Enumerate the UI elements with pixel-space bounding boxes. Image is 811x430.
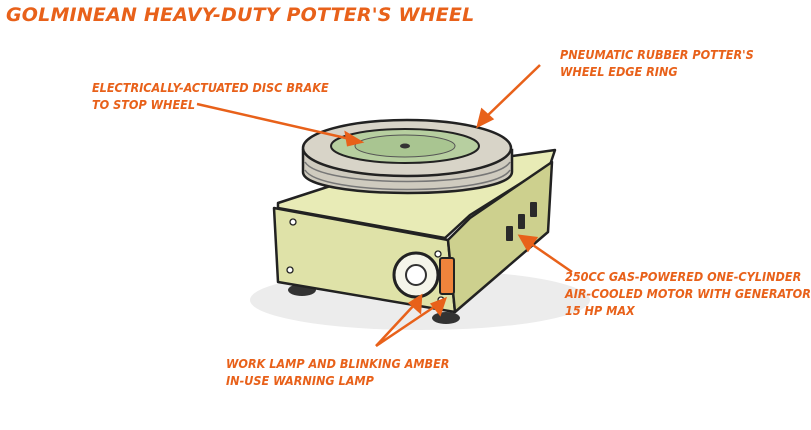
label-line: 250cc GAS-POWERED ONE-CYLINDER bbox=[565, 269, 802, 284]
leader-lamp-work bbox=[375, 303, 416, 347]
work-lamp-bulb bbox=[405, 264, 427, 286]
label-lamps: WORK LAMP AND BLINKING AMBER IN-USE WARN… bbox=[226, 355, 449, 389]
label-edge-ring: PNEUMATIC RUBBER POTTER'S WHEEL EDGE RIN… bbox=[560, 46, 754, 80]
spindle-icon bbox=[400, 143, 410, 149]
label-motor: 250cc GAS-POWERED ONE-CYLINDER AIR-COOLE… bbox=[565, 268, 811, 319]
tire-tread-line bbox=[304, 169, 511, 191]
tire-tread-line bbox=[304, 161, 511, 183]
vent-slot bbox=[506, 226, 513, 241]
leader-lamp-amber bbox=[375, 303, 438, 348]
leader-brake bbox=[196, 102, 351, 141]
screw bbox=[289, 218, 297, 226]
leader-motor bbox=[529, 241, 573, 274]
arrowhead-ring bbox=[476, 107, 495, 129]
label-line: IN-USE WARNING LAMP bbox=[226, 373, 374, 388]
label-line: TO STOP WHEEL bbox=[92, 97, 195, 112]
label-line: AIR-COOLED MOTOR WITH GENERATOR bbox=[565, 286, 811, 301]
arrowhead-motor bbox=[517, 234, 539, 253]
vent-slot bbox=[518, 214, 525, 229]
arrowhead-lamp-amber bbox=[429, 296, 448, 317]
label-line: WORK LAMP AND BLINKING AMBER bbox=[226, 356, 450, 371]
amber-warning-lamp-icon bbox=[439, 257, 455, 295]
label-line: WHEEL EDGE RING bbox=[560, 64, 678, 79]
foot-front-right bbox=[432, 312, 460, 324]
base-right-face bbox=[446, 160, 554, 314]
diagram-title: GOLMINEAN HEAVY-DUTY POTTER'S WHEEL bbox=[6, 4, 475, 26]
motor-vents bbox=[506, 202, 537, 241]
leader-ring bbox=[484, 64, 541, 119]
label-line: 15 HP MAX bbox=[565, 303, 635, 318]
vent-slot bbox=[530, 202, 537, 217]
label-line: ELECTRICALLY-ACTUATED DISC BRAKE bbox=[92, 80, 329, 95]
screw bbox=[434, 250, 442, 258]
screw bbox=[286, 266, 294, 274]
arrowhead-brake bbox=[344, 130, 365, 147]
label-disc-brake: ELECTRICALLY-ACTUATED DISC BRAKE TO STOP… bbox=[92, 79, 329, 113]
label-line: PNEUMATIC RUBBER POTTER'S bbox=[560, 47, 754, 62]
arrowhead-lamp-work bbox=[407, 293, 423, 315]
leader-lines bbox=[196, 64, 573, 348]
